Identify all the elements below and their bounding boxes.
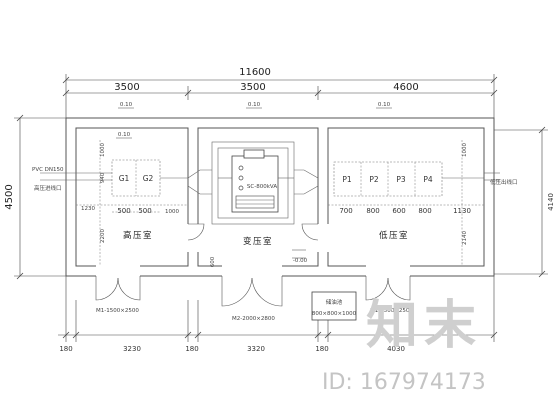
bottom-segment-4-dimension: 3320 [247, 345, 265, 353]
lv-door [365, 276, 411, 301]
lv-room-label: 低压室 [379, 230, 409, 241]
bottom-segment-2-dimension: 3230 [123, 345, 141, 353]
hv-dim-1230: 1230 [81, 206, 95, 212]
tr-side-doors [187, 223, 319, 259]
transformer-frame-outer [211, 141, 295, 225]
transformer-label: SC-800kVA [247, 184, 277, 190]
pvc-pipe-label: PVC DN150 [32, 167, 64, 173]
right-height-dimension: 4140 [547, 193, 555, 211]
lv-cabinet-p2: P2 [369, 175, 379, 184]
hv-dim-2200: 2200 [100, 229, 106, 243]
hv-cabinet-g1: G1 [119, 174, 130, 183]
hv-door [95, 276, 141, 301]
hv-top-level-mark: 0.10 [120, 102, 133, 108]
lv-level-mark: 0.10 [378, 102, 391, 108]
tr-right-door-opening [316, 224, 330, 252]
hv-inlet-annotation [40, 172, 112, 181]
side-dimension-lines [14, 114, 548, 280]
lv-dim-1000: 1000 [462, 143, 468, 157]
lv-cabinet-p3: P3 [396, 175, 406, 184]
oil-pit-label: 储油池 [326, 298, 343, 306]
hv-dim-500a: 500 [117, 207, 130, 215]
low-voltage-room [328, 140, 500, 266]
tr-floor-level-mark: -0.00 [293, 258, 308, 264]
overall-width-dimension: 11600 [239, 67, 271, 78]
tr-door [221, 276, 283, 307]
top-segment-3-dimension: 4600 [393, 82, 418, 93]
lv-dim-2140: 2140 [462, 231, 468, 245]
hv-door-label: M1-1500×2500 [96, 308, 139, 314]
bottom-segment-5-dimension: 180 [315, 345, 328, 353]
lv-dim-600: 600 [392, 207, 405, 215]
transformer-frame-inner [217, 147, 289, 219]
lv-cabinet-p1: P1 [342, 175, 352, 184]
lv-cabinet-p4: P4 [423, 175, 433, 184]
lv-door-label: M1-1500×2500 [370, 308, 413, 314]
hv-level-mark: 0.10 [118, 132, 131, 138]
outer-walls [65, 117, 495, 277]
hv-room-label: 高压室 [123, 230, 153, 241]
lv-dim-800b: 800 [418, 207, 431, 215]
bottom-segment-3-dimension: 180 [185, 345, 198, 353]
transformer-room-label: 变压室 [243, 236, 273, 247]
hv-dim-1000b: 1000 [165, 209, 179, 215]
lv-outlet-label: 低压出线口 [490, 178, 518, 186]
tr-level-mark: 0.10 [248, 102, 261, 108]
hv-dim-500b: 500 [138, 207, 151, 215]
watermark-id-text: ID: 167974173 [322, 370, 486, 395]
bottom-segment-6-dimension: 4030 [387, 345, 405, 353]
bottom-dimension-lines [58, 276, 498, 342]
lv-dim-700: 700 [339, 207, 352, 215]
hv-cabinet-g2: G2 [143, 174, 154, 183]
top-dimension-lines [62, 74, 498, 118]
hv-dim-1000: 1000 [100, 143, 106, 157]
hv-inlet-label: 高压进线口 [34, 184, 62, 192]
oil-pit-size: 800×800×1000 [312, 311, 357, 317]
high-voltage-room [76, 140, 188, 266]
hv-door-opening [96, 264, 140, 278]
top-segment-2-dimension: 3500 [240, 82, 265, 93]
left-height-dimension: 4500 [4, 184, 15, 209]
oil-pit-box [311, 291, 357, 321]
hv-dim-940: 940 [100, 172, 106, 183]
tr-door-label: M2-2000×2800 [232, 316, 275, 322]
tr-side-door-opening [186, 224, 200, 252]
bottom-segment-1-dimension: 180 [59, 345, 72, 353]
watermark-logo-text: 知末 [366, 295, 482, 356]
lv-door-opening [366, 264, 410, 278]
lv-dim-800a: 800 [366, 207, 379, 215]
tr-door-opening [222, 264, 282, 278]
top-segment-1-dimension: 3500 [114, 82, 139, 93]
lv-dim-1130: 1130 [453, 207, 471, 215]
tr-dim-600: 600 [210, 256, 216, 267]
oil-pit [311, 291, 357, 321]
transformer-room [187, 141, 319, 225]
